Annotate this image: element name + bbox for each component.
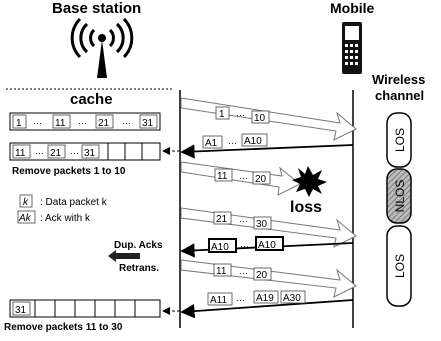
msg-packet: 11 [216,266,227,277]
retransmit-11-20-arrow: 11 … 20 [180,259,357,298]
msg-packet: A10 [244,136,262,147]
wireless-channel-label-line2: channel [375,88,424,103]
cache-cell: … [78,116,87,126]
channel-state-los-2: LOS [386,225,412,307]
msg-packet: A19 [256,293,274,304]
dup-ack-detect-arrow-icon [108,250,140,262]
mobile-title: Mobile [330,0,375,16]
channel-state-label: LOS [393,254,407,278]
cache-row-2: 11 … 21 … 31 [9,142,161,161]
wireless-channel-label-line1: Wireless [372,72,425,87]
msg-packet: 20 [255,174,267,185]
msg-packet: 11 [217,171,228,182]
channel-state-los-1: LOS [386,112,412,168]
cache-cell: … [122,116,131,126]
legend-data-symbol: k [23,197,29,208]
cache-cell: 21 [98,118,110,129]
base-station-title: Base station [52,0,141,17]
msg-dots: … [228,136,237,146]
msg-packet: 1 [219,109,225,120]
cache-cell: 11 [15,148,26,159]
msg-dots: … [239,266,248,276]
legend-ack-text: : Ack with k [40,213,91,224]
cache-label: cache [70,91,113,108]
msg-dots: … [236,293,245,303]
cache-cell: 1 [16,118,22,129]
cache-cell: 31 [142,118,154,129]
msg-packet: A11 [210,295,227,306]
antenna-icon [70,17,134,78]
loss-label: loss [290,199,322,216]
msg-packet: 30 [256,219,268,230]
legend-ack-symbol: Ak [18,213,32,224]
remove-packets-11-30-label: Remove packets 11 to 30 [4,322,123,333]
msg-packet: A1 [205,138,218,149]
cache-cell: 31 [15,305,27,316]
msg-dots: … [239,171,248,181]
cache-cell: 31 [84,148,96,159]
cache-cell: … [35,146,44,156]
msg-dots: … [239,214,248,224]
cache-cell: 21 [50,148,62,159]
msg-dots: … [240,239,249,249]
remove-packets-1-10-label: Remove packets 1 to 10 [12,166,126,177]
msg-packet: A30 [283,293,301,304]
msg-packet: A10 [258,240,276,251]
msg-packet: 21 [216,214,228,225]
msg-dots: … [236,108,245,118]
cache-cell: 11 [55,118,66,129]
acks-a11-a30-arrow: A11 … A19 A30 [180,290,354,319]
channel-state-label: LOS [393,128,407,152]
dup-acks-label: Dup. Acks [114,240,163,251]
data-packets-11-20-lost-arrow: 11 … 20 [180,161,301,196]
dup-acks-a10-arrow: A10 … A10 [180,236,354,258]
msg-packet: A10 [211,242,229,253]
data-packets-1-10-arrow: 1 … 10 [180,97,357,141]
retrans-label: Retrans. [119,263,159,274]
legend-data-text: : Data packet k [40,197,108,208]
channel-state-label: NLOS [393,180,407,213]
acks-a1-a10-arrow: A1 … A10 [180,133,354,159]
msg-packet: 20 [256,270,268,281]
cache-cell: … [70,146,79,156]
cache-row-3: 31 [9,299,161,318]
cache-cell: … [33,116,42,126]
loss-burst-icon [292,166,327,197]
legend: k : Data packet k Ak : Ack with k [17,194,108,224]
cache-row-1: 1 … 11 … 21 … 31 [9,112,161,131]
channel-state-nlos: NLOS [386,168,412,224]
mobile-phone-icon [342,22,362,74]
msg-packet: 10 [254,113,266,124]
data-packets-21-30-arrow: 21 … 30 [180,207,357,248]
